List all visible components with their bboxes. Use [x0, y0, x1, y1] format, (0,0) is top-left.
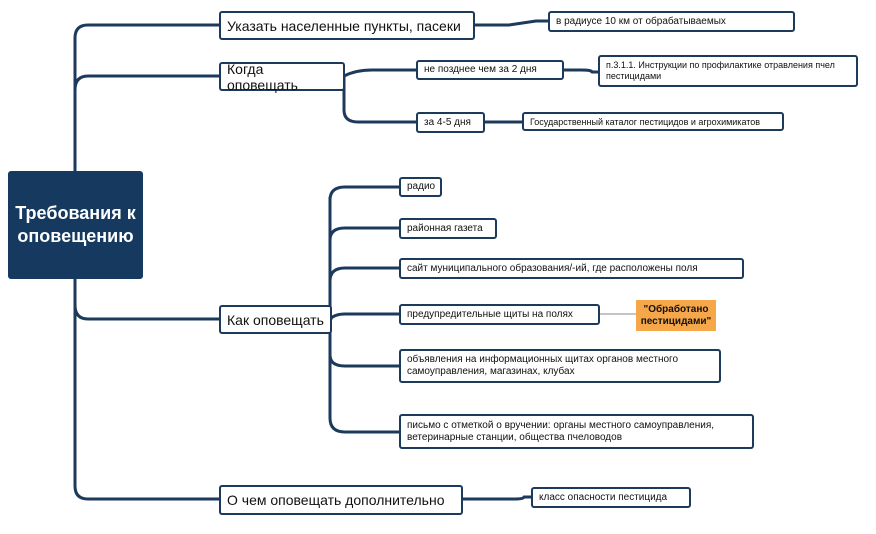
- how-item-gazeta-label: районная газета: [407, 222, 483, 234]
- how-item-radio[interactable]: радио: [399, 177, 442, 197]
- when-option-2-days[interactable]: не позднее чем за 2 дня: [416, 60, 564, 80]
- when-option-2-days-label: не позднее чем за 2 дня: [424, 64, 537, 75]
- how-item-shields-label: предупредительные щиты на полях: [407, 308, 573, 320]
- connector-how-ads: [328, 353, 402, 368]
- how-item-letter[interactable]: письмо с отметкой о вручении: органы мес…: [399, 414, 754, 449]
- connector-where-detail: [472, 19, 552, 27]
- shields-note-label: "Обработано пестицидами": [640, 303, 712, 327]
- connector-root-top: [73, 23, 221, 173]
- connector-opt1-ref: [561, 68, 602, 74]
- how-item-website-label: сайт муниципального образования/-ий, где…: [407, 262, 698, 274]
- connector-how-radio: [328, 185, 402, 202]
- connector-how-gazeta: [328, 226, 402, 242]
- branch-how[interactable]: Как оповещать: [219, 305, 332, 334]
- how-item-gazeta[interactable]: районная газета: [399, 218, 497, 239]
- how-item-website[interactable]: сайт муниципального образования/-ий, где…: [399, 258, 744, 279]
- where-detail[interactable]: в радиусе 10 км от обрабатываемых: [548, 11, 795, 32]
- shields-note: "Обработано пестицидами": [636, 300, 716, 331]
- connector-root-when: [73, 74, 221, 92]
- extra-detail[interactable]: класс опасности пестицида: [531, 487, 691, 508]
- how-item-ads-label: объявления на информационных щитах орган…: [407, 354, 679, 377]
- connector-when-opt2: [342, 74, 419, 124]
- when-option-2-days-ref[interactable]: п.3.1.1. Инструкции по профилактике отра…: [598, 55, 858, 87]
- root-label: Требования к оповещению: [15, 203, 136, 246]
- branch-when[interactable]: Когда оповещать: [219, 60, 345, 93]
- connector-when-opt1: [342, 68, 419, 78]
- branch-extra-label: О чем оповещать дополнительно: [227, 492, 445, 508]
- branch-when-label: Когда оповещать: [227, 60, 298, 93]
- root-node[interactable]: Требования к оповещению: [8, 171, 143, 279]
- how-item-radio-label: радио: [407, 181, 436, 192]
- branch-extra[interactable]: О чем оповещать дополнительно: [219, 485, 463, 515]
- branch-how-label: Как оповещать: [227, 311, 324, 328]
- connector-how-shields: [328, 312, 402, 321]
- connector-how-site: [328, 266, 402, 283]
- connector-how-spine: [328, 196, 347, 434]
- branch-where-label: Указать населенные пункты, пасеки: [227, 17, 461, 34]
- where-detail-label: в радиусе 10 км от обрабатываемых: [556, 15, 726, 27]
- how-item-shields[interactable]: предупредительные щиты на полях: [399, 304, 600, 325]
- when-option-4-5-days-ref-label: Государственный каталог пестицидов и агр…: [530, 116, 761, 127]
- connector-root-how: [73, 303, 221, 321]
- connector-root-bottom: [73, 277, 221, 501]
- connector-extra-detail: [460, 495, 534, 501]
- how-item-letter-label: письмо с отметкой о вручении: органы мес…: [407, 419, 715, 443]
- how-item-ads[interactable]: объявления на информационных щитах орган…: [399, 349, 721, 383]
- when-option-4-5-days[interactable]: за 4-5 дня: [416, 112, 485, 133]
- when-option-2-days-ref-label: п.3.1.1. Инструкции по профилактике отра…: [606, 60, 835, 81]
- when-option-4-5-days-label: за 4-5 дня: [424, 116, 471, 128]
- branch-where[interactable]: Указать населенные пункты, пасеки: [219, 11, 475, 40]
- when-option-4-5-days-ref[interactable]: Государственный каталог пестицидов и агр…: [522, 112, 784, 131]
- extra-detail-label: класс опасности пестицида: [539, 491, 668, 503]
